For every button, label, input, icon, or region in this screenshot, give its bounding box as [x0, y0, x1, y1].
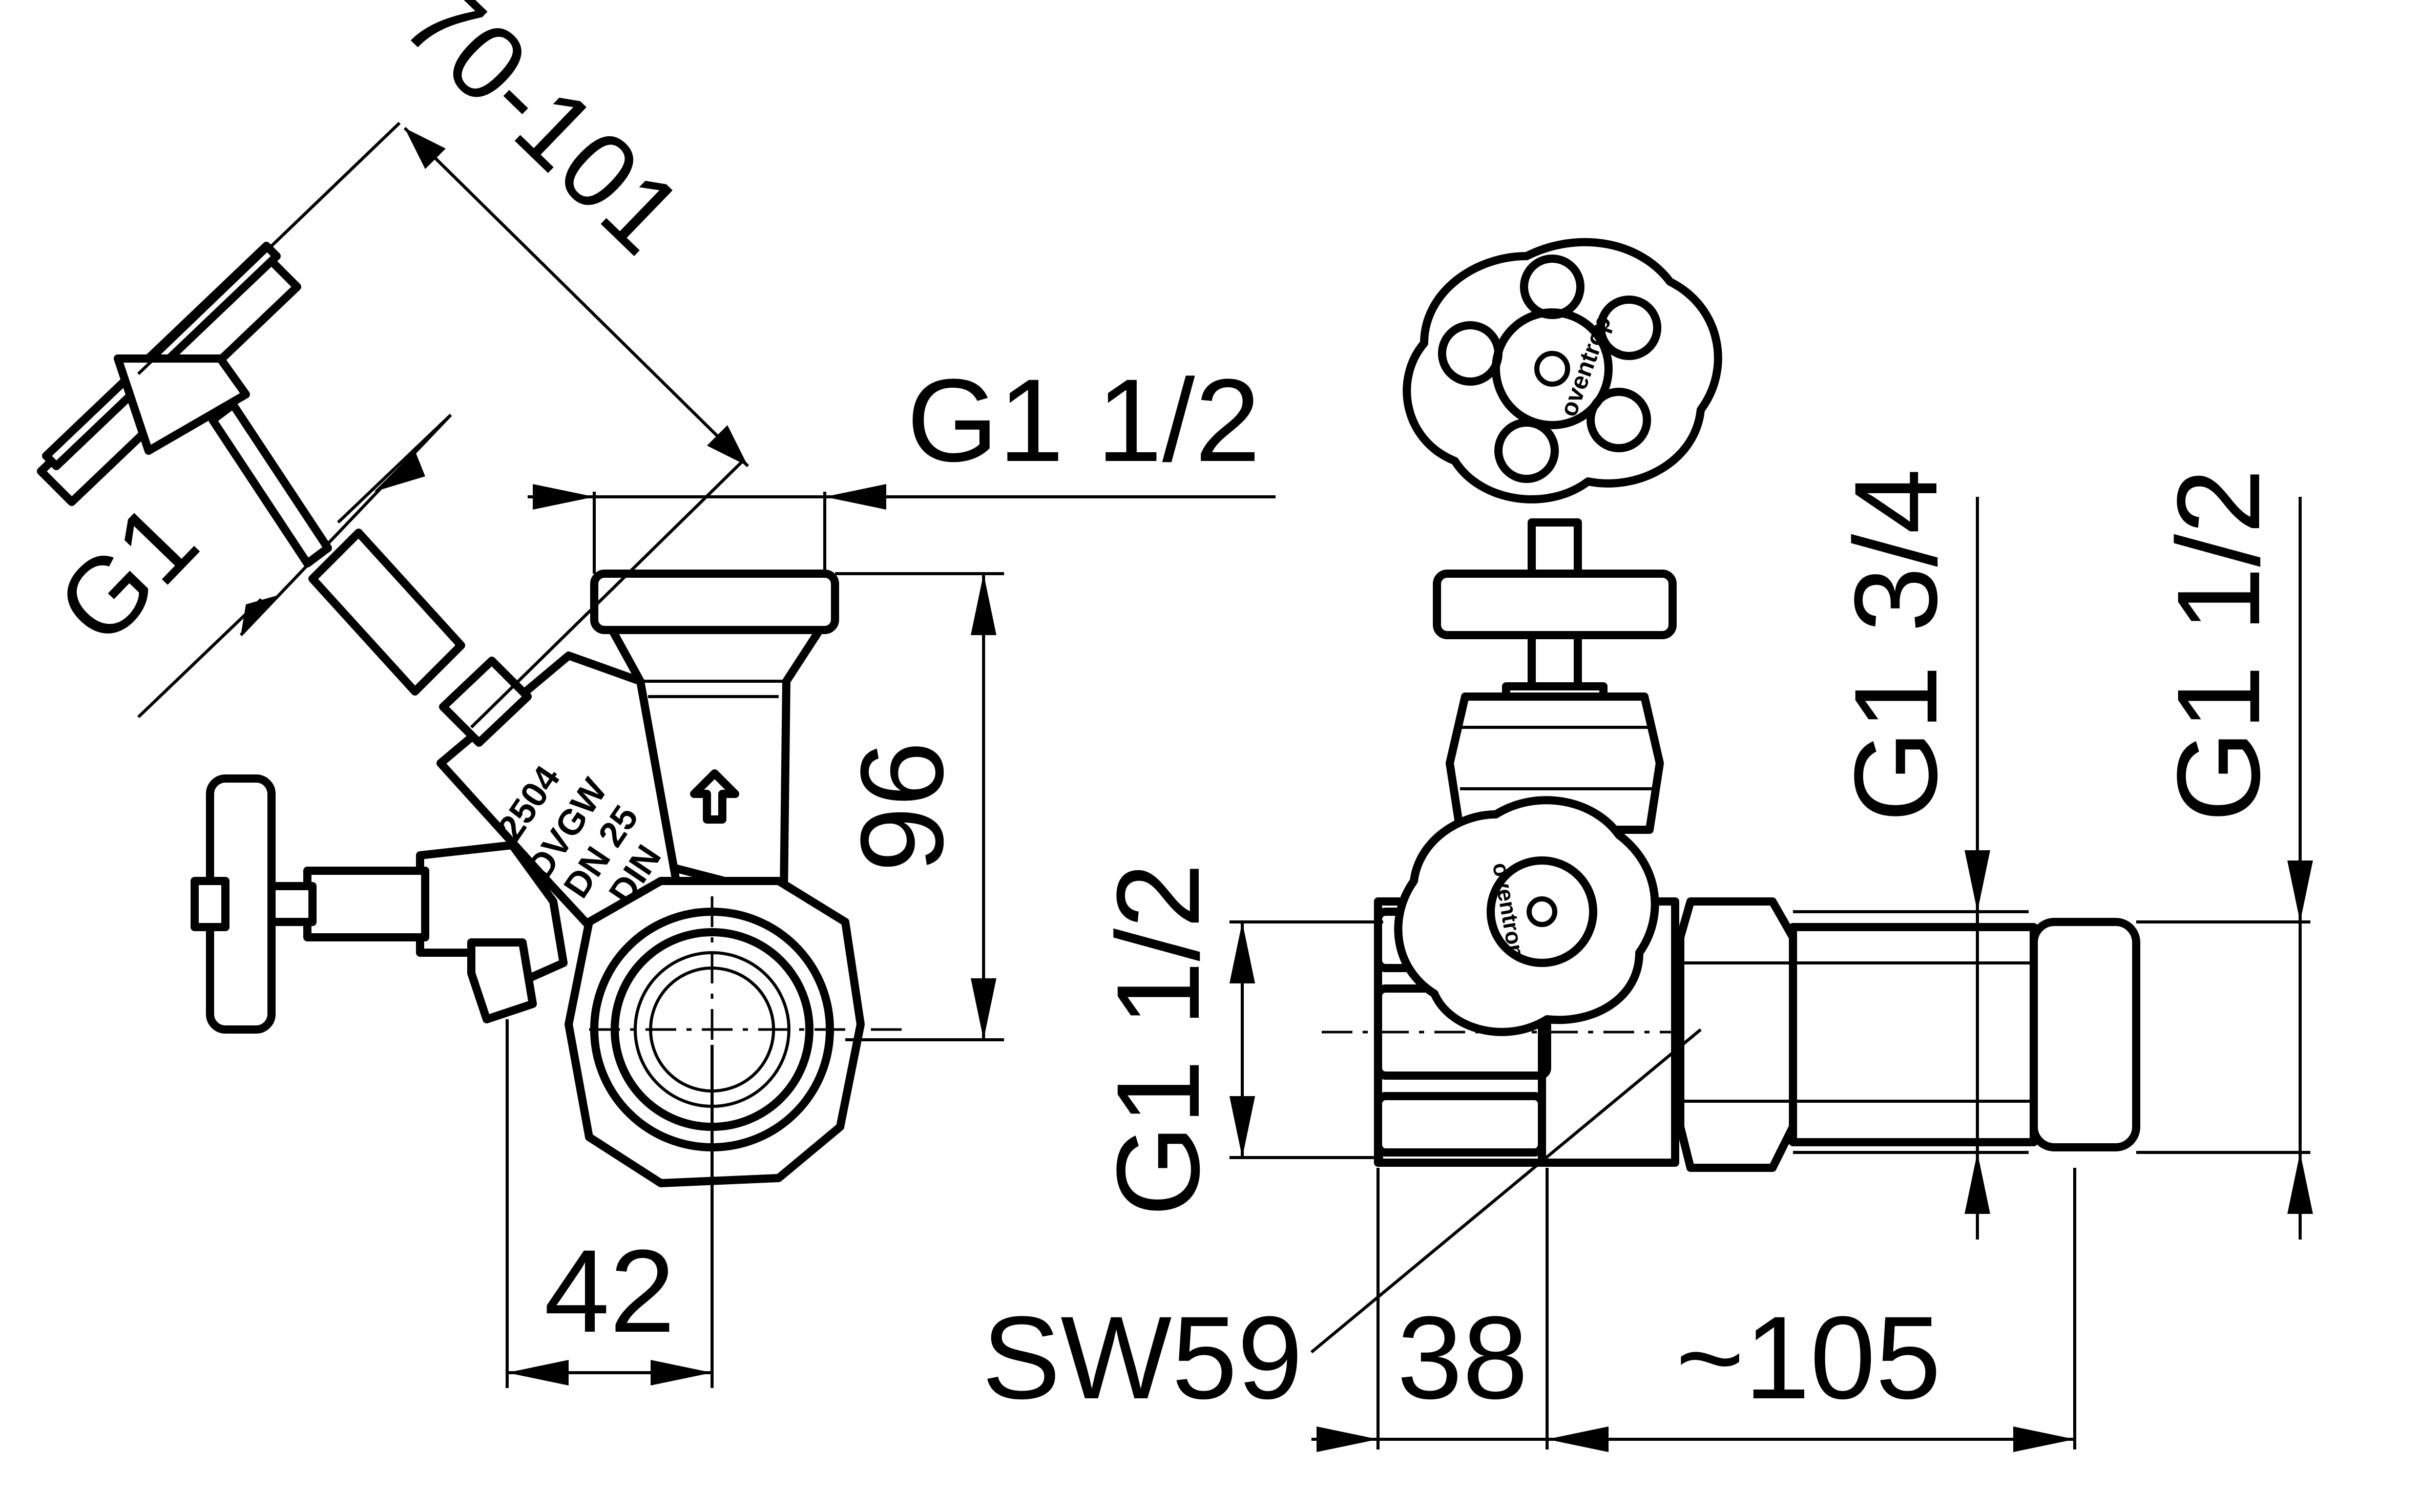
dim-height-96: 96	[835, 572, 1004, 1041]
label-96: 96	[836, 741, 968, 872]
dim-wrench-size: SW59	[982, 1028, 1702, 1423]
left-valve-view: 2504 DVGW DN 25 DIN	[34, 0, 1276, 1388]
label-105: ~105	[1676, 1292, 1941, 1423]
label-g1-3-4: G1 3/4	[1830, 469, 1962, 822]
dim-top-thread: G1 1/2	[528, 354, 1276, 574]
dim-bottom-lengths: 38 ~105	[1311, 1168, 2076, 1452]
union-nut	[1676, 897, 2140, 1172]
drain-handwheel: oventrop	[1394, 796, 1659, 1036]
stem-yoke	[1433, 518, 1677, 834]
dim-right-thread-right-view: G1 1/2	[2136, 469, 2313, 1240]
label-70-101: 70-101	[381, 0, 706, 276]
drain-cock	[191, 774, 568, 1034]
dim-middle-thread-right-view: G1 3/4	[1793, 469, 2029, 1240]
label-42: 42	[544, 1225, 675, 1357]
label-left-g1-1-2: G1 1/2	[1092, 863, 1224, 1216]
dim-width-42: 42	[506, 1019, 714, 1388]
label-right-g1-1-2: G1 1/2	[2153, 469, 2284, 822]
label-38: 38	[1397, 1292, 1528, 1423]
label-g1: G1	[34, 480, 220, 667]
right-valve-view: oventrop	[982, 238, 2313, 1452]
dim-left-thread-right-view: G1 1/2	[1092, 863, 1383, 1216]
label-sw59: SW59	[982, 1292, 1303, 1423]
label-top-g1-1-2: G1 1/2	[907, 354, 1260, 486]
top-handwheel: oventrop	[1403, 238, 1722, 503]
bottom-union	[565, 877, 902, 1187]
handwheel-angled	[37, 242, 301, 506]
